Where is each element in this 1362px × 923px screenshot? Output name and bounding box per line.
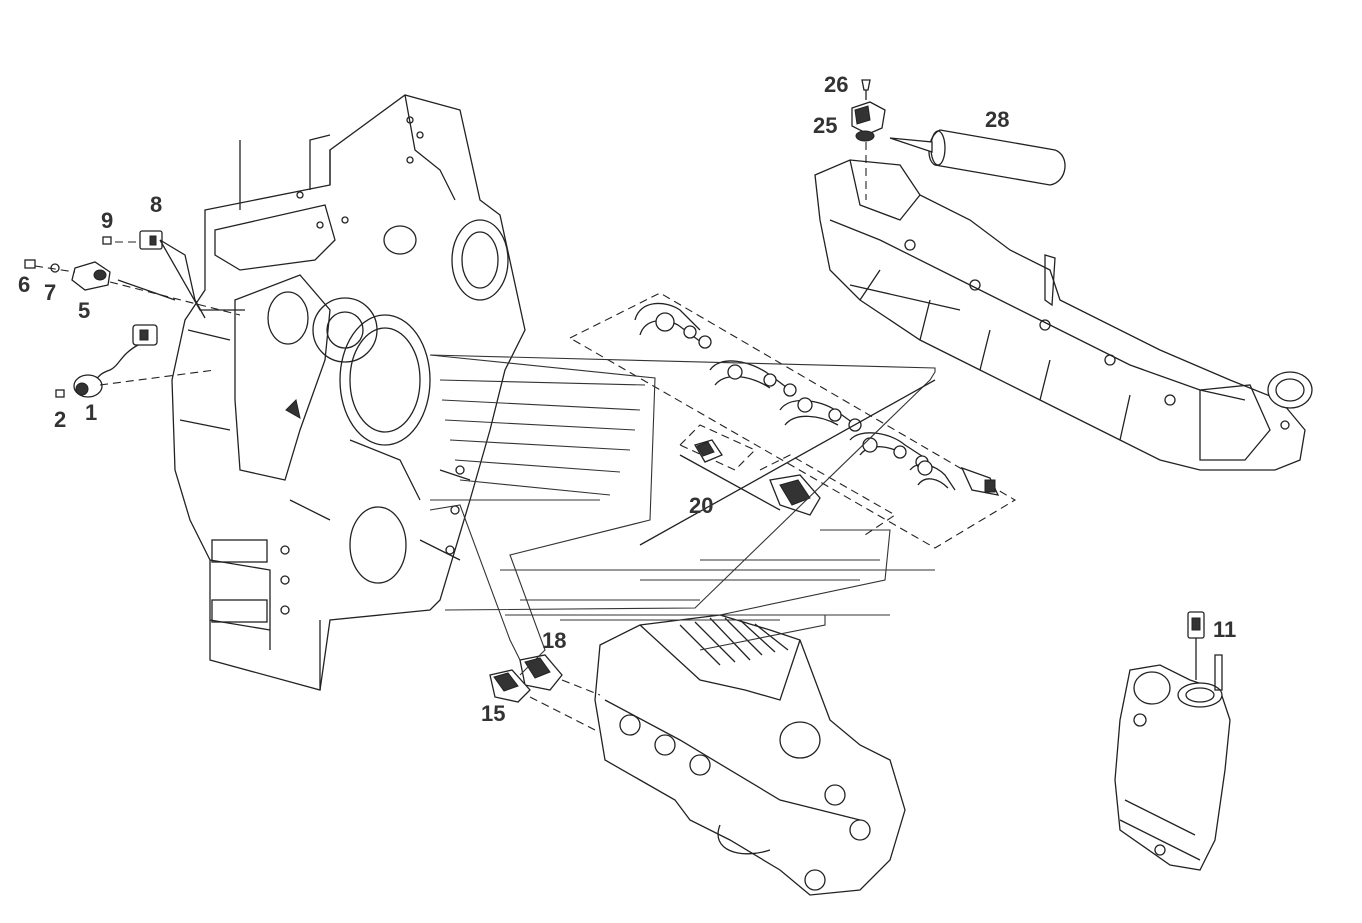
intake-manifold <box>814 159 1313 471</box>
label-15: 15 <box>481 701 505 726</box>
screw-9 <box>102 236 112 245</box>
label-2: 2 <box>54 407 66 432</box>
label-7: 7 <box>44 280 56 305</box>
label-8: 8 <box>150 192 162 217</box>
sensor-15 <box>489 669 596 731</box>
label-28: 28 <box>985 107 1009 132</box>
injector-lines <box>568 292 1017 549</box>
label-25: 25 <box>813 113 837 138</box>
label-9: 9 <box>101 208 113 233</box>
callout-labels: 26 25 28 8 9 6 7 5 2 1 20 18 15 11 <box>18 72 1236 726</box>
label-5: 5 <box>78 298 90 323</box>
leader-lines <box>117 239 961 546</box>
sensor-25-group <box>851 79 886 200</box>
sensor-20-group <box>679 424 897 536</box>
label-20: 20 <box>689 493 713 518</box>
screw-6 <box>24 259 36 269</box>
sensor-11 <box>1187 611 1205 680</box>
front-cover-housing <box>171 94 526 691</box>
screw-2 <box>55 389 65 398</box>
thermostat-housing <box>1114 654 1231 871</box>
chevron-marks <box>429 354 936 676</box>
label-11: 11 <box>1213 617 1236 642</box>
sensor-20a <box>694 439 723 463</box>
oil-cooler-module <box>594 614 906 896</box>
washer-7 <box>50 263 60 273</box>
sensor-20b <box>769 474 821 516</box>
sensor-5 <box>71 261 111 291</box>
label-1: 1 <box>85 400 97 425</box>
screw-26 <box>861 79 871 91</box>
label-26: 26 <box>824 72 848 97</box>
sensor-1 <box>73 324 158 398</box>
sensor-18 <box>519 654 601 696</box>
label-6: 6 <box>18 272 30 297</box>
label-18: 18 <box>542 628 566 653</box>
sealant-tube-28 <box>889 129 1066 186</box>
pressure-sensor-line <box>960 466 1000 496</box>
sensor-25 <box>851 101 886 142</box>
